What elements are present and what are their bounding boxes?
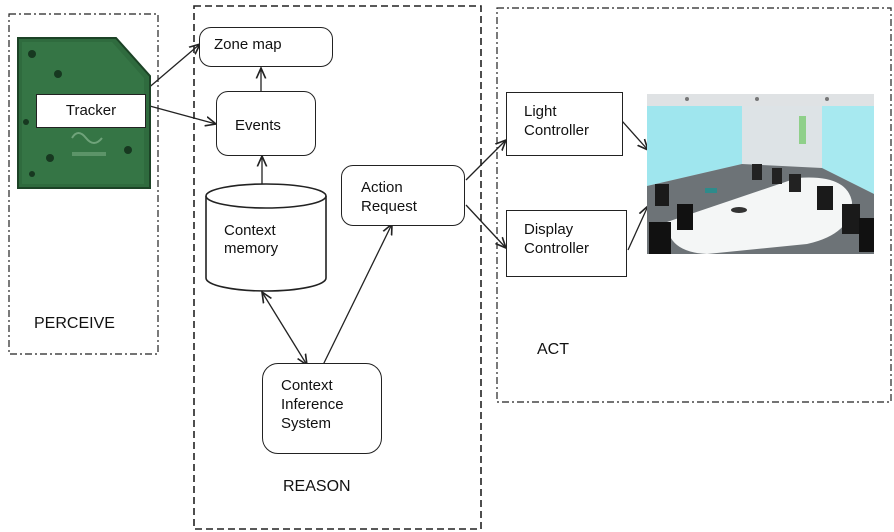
tracker-label: Tracker	[65, 102, 117, 119]
context-memory-cylinder	[205, 183, 327, 292]
perceive-label: PERCEIVE	[34, 315, 115, 332]
action-request-box: Action Request	[341, 165, 465, 226]
arrow-memory-inference	[262, 292, 307, 365]
arrow-tracker-events	[145, 104, 216, 124]
arrow-action-display	[465, 204, 506, 248]
zone-map-box: Zone map	[199, 27, 333, 67]
arrow-inference-action	[322, 224, 392, 366]
display-controller-line-1: Display	[524, 221, 574, 238]
inference-system-line-1: Context	[281, 377, 333, 394]
act-label: ACT	[537, 341, 569, 358]
events-label: Events	[235, 117, 281, 134]
context-memory-line-1: Context	[224, 222, 276, 239]
arrow-display-room	[627, 206, 648, 251]
events-box: Events	[216, 91, 316, 156]
arrow-action-light	[465, 140, 506, 181]
perceive-panel	[8, 13, 159, 355]
display-controller-box: Display Controller	[506, 210, 627, 277]
arrow-tracker-zonemap	[145, 44, 200, 91]
action-request-line-1: Action	[361, 179, 403, 196]
action-request-line-2: Request	[361, 198, 417, 215]
inference-system-box: Context Inference System	[262, 363, 382, 454]
light-controller-box: Light Controller	[506, 92, 623, 156]
light-controller-line-1: Light	[524, 103, 557, 120]
inference-system-line-2: Inference	[281, 396, 344, 413]
reason-panel	[193, 5, 482, 530]
zone-map-label: Zone map	[214, 36, 282, 53]
context-memory-label: Context memory	[224, 222, 278, 258]
tracker-label-box: Tracker	[36, 94, 146, 128]
reason-label: REASON	[283, 478, 351, 495]
act-panel	[496, 7, 892, 403]
context-memory-line-2: memory	[224, 240, 279, 257]
meeting-room-image	[647, 94, 874, 254]
light-controller-line-2: Controller	[524, 122, 590, 139]
inference-system-line-3: System	[281, 415, 332, 432]
display-controller-line-2: Controller	[524, 240, 590, 257]
